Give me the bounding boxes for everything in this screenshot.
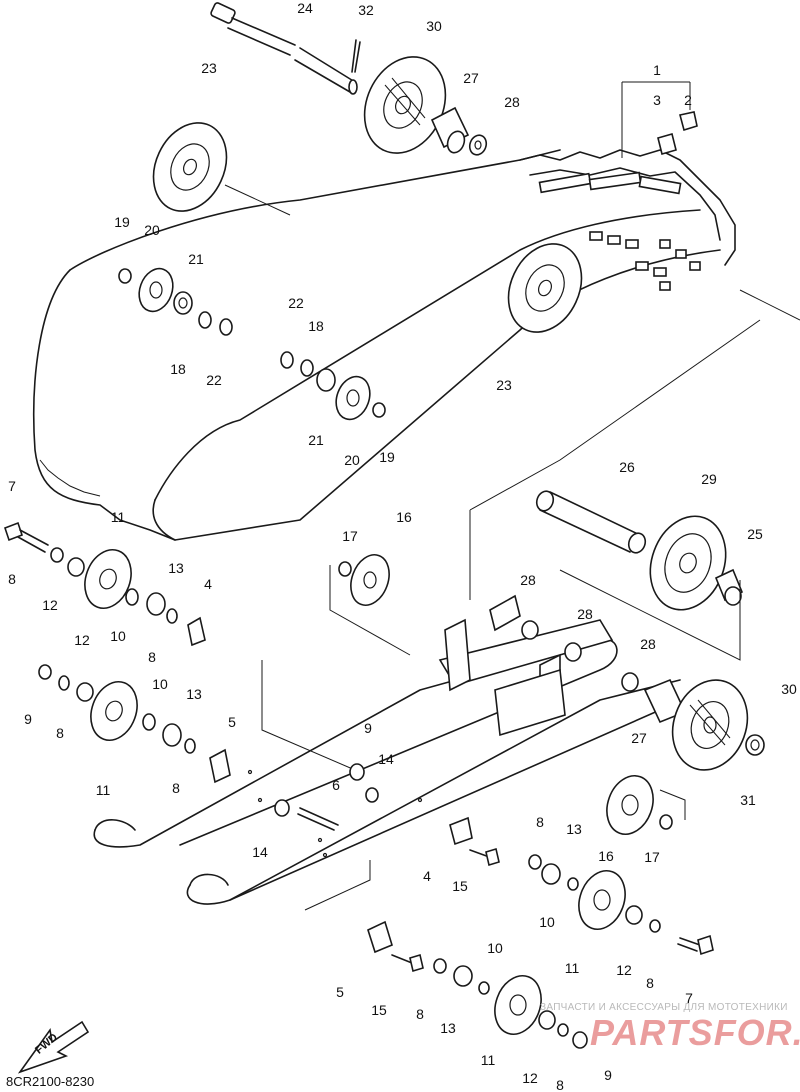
- callout-4: 4: [204, 576, 212, 592]
- callout-16: 16: [598, 848, 614, 864]
- callout-22: 22: [288, 295, 304, 311]
- callout-9: 9: [604, 1067, 612, 1083]
- rear-idler-assembly: [606, 678, 765, 835]
- callout-8: 8: [148, 649, 156, 665]
- callout-11: 11: [110, 509, 126, 525]
- slide-rail-frame: [93, 319, 761, 911]
- callout-25: 25: [747, 526, 763, 542]
- callout-8: 8: [646, 975, 654, 991]
- callout-27: 27: [631, 730, 647, 746]
- callout-32: 32: [358, 2, 374, 18]
- callout-8: 8: [536, 814, 544, 830]
- callout-31: 31: [740, 792, 756, 808]
- callout-16: 16: [396, 509, 412, 525]
- callout-11: 11: [95, 782, 111, 798]
- callout-10: 10: [110, 628, 126, 644]
- rear-axle-assembly: [535, 490, 744, 611]
- callout-9: 9: [364, 720, 372, 736]
- callout-14: 14: [252, 844, 268, 860]
- callout-20: 20: [144, 222, 160, 238]
- callout-12: 12: [616, 962, 632, 978]
- callout-26: 26: [619, 459, 635, 475]
- callout-11: 11: [564, 960, 580, 976]
- callout-8: 8: [556, 1077, 564, 1092]
- callout-28: 28: [640, 636, 656, 652]
- callout-10: 10: [152, 676, 168, 692]
- callout-7: 7: [8, 478, 16, 494]
- track-cleats: [519, 149, 736, 291]
- callout-28: 28: [520, 572, 536, 588]
- watermark-subtitle: ЗАПЧАСТИ И АКСЕССУАРЫ ДЛЯ МОТОТЕХНИКИ: [540, 1002, 788, 1013]
- forward-direction-arrow-icon: [17, 1020, 90, 1074]
- callout-5: 5: [336, 984, 344, 1000]
- callout-15: 15: [371, 1002, 387, 1018]
- callout-19: 19: [114, 214, 130, 230]
- callout-13: 13: [168, 560, 184, 576]
- callout-8: 8: [172, 780, 180, 796]
- callout-3: 3: [653, 92, 661, 108]
- callout-8: 8: [8, 571, 16, 587]
- callout-20: 20: [344, 452, 360, 468]
- callout-9: 9: [24, 711, 32, 727]
- callout-5: 5: [228, 714, 236, 730]
- callout-27: 27: [463, 70, 479, 86]
- callout-8: 8: [56, 725, 64, 741]
- callout-10: 10: [487, 940, 503, 956]
- callout-7: 7: [685, 990, 693, 1006]
- callout-29: 29: [701, 471, 717, 487]
- callout-30: 30: [426, 18, 442, 34]
- callout-28: 28: [577, 606, 593, 622]
- track-belt: [32, 149, 800, 541]
- callout-30: 30: [781, 681, 797, 697]
- callout-13: 13: [440, 1020, 456, 1036]
- callout-15: 15: [452, 878, 468, 894]
- lower-rollers: [274, 763, 714, 1049]
- callout-4: 4: [423, 868, 431, 884]
- callout-23: 23: [496, 377, 512, 393]
- callout-17: 17: [644, 849, 660, 865]
- mid-wheels: [118, 243, 583, 421]
- callout-1: 1: [653, 62, 661, 78]
- front-rollers: [3, 521, 639, 784]
- callout-13: 13: [186, 686, 202, 702]
- callout-28: 28: [504, 94, 520, 110]
- callout-12: 12: [74, 632, 90, 648]
- callout-10: 10: [539, 914, 555, 930]
- callout-14: 14: [378, 751, 394, 767]
- callout-12: 12: [42, 597, 58, 613]
- callout-12: 12: [522, 1070, 538, 1086]
- callout-21: 21: [308, 432, 324, 448]
- callout-6: 6: [332, 777, 340, 793]
- callout-24: 24: [297, 0, 313, 16]
- callout-19: 19: [379, 449, 395, 465]
- callout-23: 23: [201, 60, 217, 76]
- callout-18: 18: [308, 318, 324, 334]
- callout-11: 11: [480, 1052, 496, 1068]
- drawing-code: 8CR2100-8230: [6, 1074, 95, 1089]
- callout-17: 17: [342, 528, 358, 544]
- callout-18: 18: [170, 361, 186, 377]
- upper-idler-assembly: [152, 2, 698, 212]
- callout-22: 22: [206, 372, 222, 388]
- watermark-logo: PARTSFOR.RU: [590, 1012, 800, 1053]
- callout-2: 2: [684, 92, 692, 108]
- callout-8: 8: [416, 1006, 424, 1022]
- callout-21: 21: [188, 251, 204, 267]
- callout-13: 13: [566, 821, 582, 837]
